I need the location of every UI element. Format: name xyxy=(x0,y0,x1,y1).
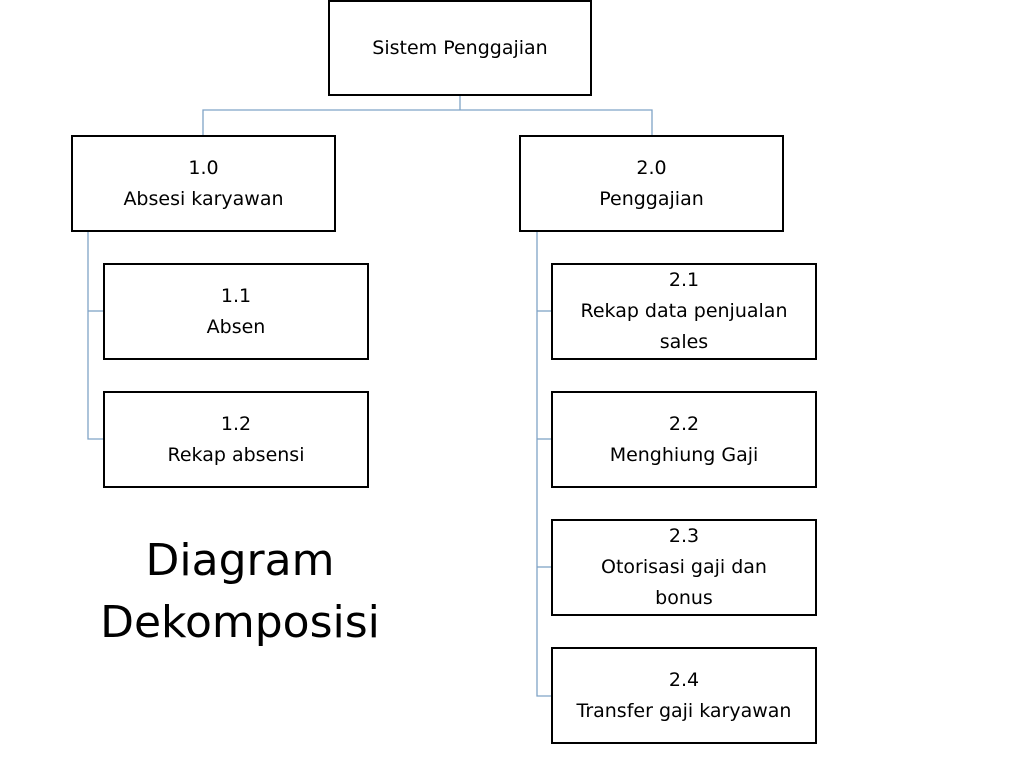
node-1-0: 1.0 Absesi karyawan xyxy=(71,135,336,232)
node-1-1: 1.1 Absen xyxy=(103,263,369,360)
node-2-0-number: 2.0 xyxy=(636,156,667,179)
node-2-0-label: Penggajian xyxy=(599,187,704,210)
node-2-3-number: 2.3 xyxy=(668,525,700,547)
node-1-2-number: 1.2 xyxy=(220,412,252,435)
node-2-4-label: Transfer gaji karyawan xyxy=(576,699,792,722)
diagram-title: Diagram Dekomposisi xyxy=(70,530,410,654)
diagram-title-line1: Diagram xyxy=(145,535,335,586)
node-2-4-number: 2.4 xyxy=(668,668,700,691)
node-2-1-label-line1: Rekap data penjualan xyxy=(580,300,788,322)
diagram-title-line2: Dekomposisi xyxy=(100,597,380,648)
connector-branch-1-spine xyxy=(87,232,104,440)
connector-branch-2-spine xyxy=(536,232,552,697)
node-2-3-label-line2: bonus xyxy=(655,587,713,609)
node-2-3-label-line1: Otorisasi gaji dan xyxy=(601,556,767,578)
node-1-0-label: Absesi karyawan xyxy=(123,187,284,210)
node-2-1-number: 2.1 xyxy=(668,269,700,291)
node-2-3: 2.3 Otorisasi gaji dan bonus xyxy=(551,519,817,616)
node-1-2: 1.2 Rekap absensi xyxy=(103,391,369,488)
node-2-2: 2.2 Menghiung Gaji xyxy=(551,391,817,488)
node-2-4: 2.4 Transfer gaji karyawan xyxy=(551,647,817,744)
node-1-0-number: 1.0 xyxy=(188,156,219,179)
node-2-2-label: Menghiung Gaji xyxy=(609,443,759,466)
node-1-1-label: Absen xyxy=(206,315,266,338)
node-1-1-number: 1.1 xyxy=(220,284,252,307)
node-2-2-number: 2.2 xyxy=(668,412,700,435)
node-root: Sistem Penggajian xyxy=(328,0,592,96)
node-root-label: Sistem Penggajian xyxy=(372,36,548,59)
node-2-0: 2.0 Penggajian xyxy=(519,135,784,232)
node-1-2-label: Rekap absensi xyxy=(167,443,305,466)
connector-root-to-branches xyxy=(202,109,653,135)
node-2-1-label-line2: sales xyxy=(659,331,709,353)
node-2-1: 2.1 Rekap data penjualan sales xyxy=(551,263,817,360)
